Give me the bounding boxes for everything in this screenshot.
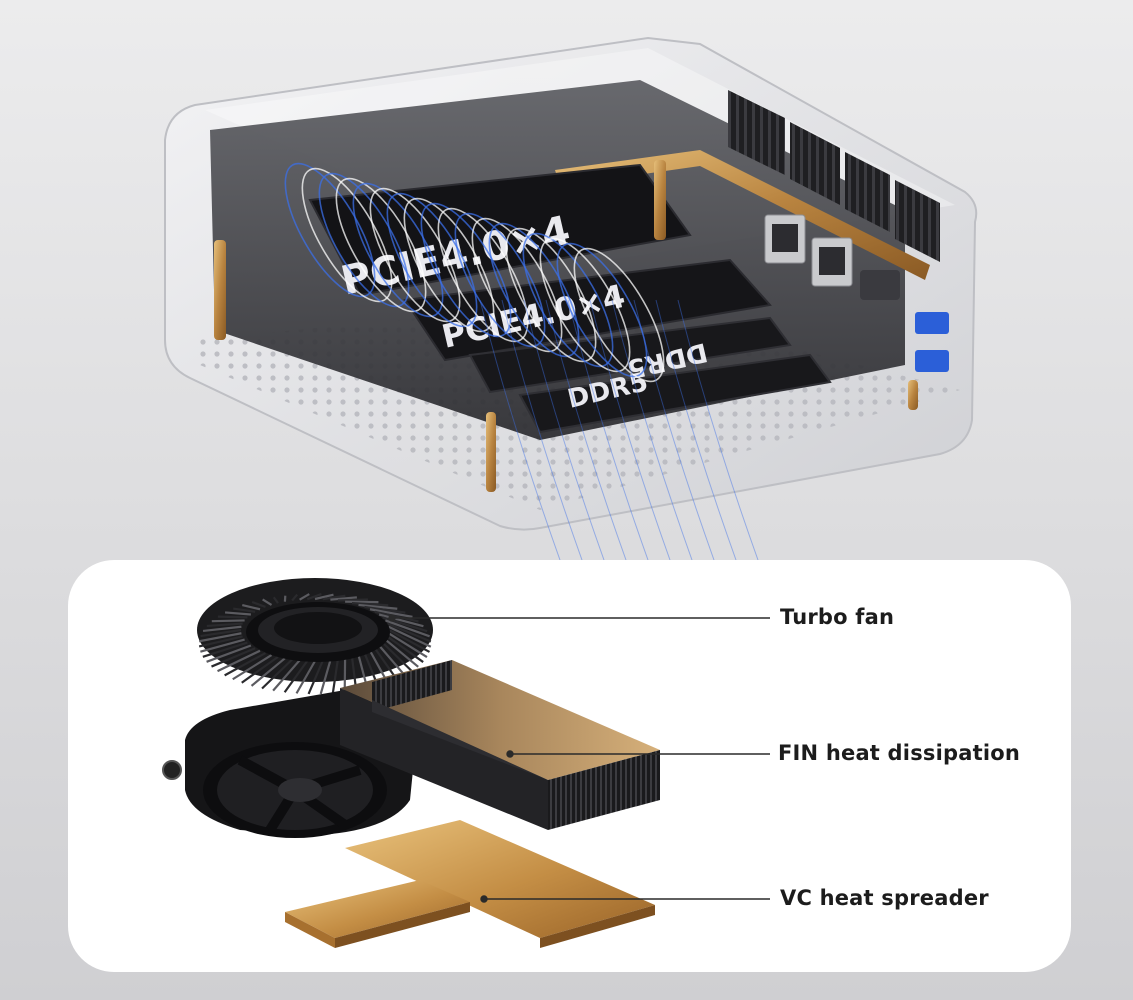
- label-vc-heat-spreader: VC heat spreader: [780, 886, 989, 910]
- fan-blade: [358, 603, 398, 610]
- fan-blade: [369, 608, 413, 618]
- fan-blade: [388, 629, 431, 653]
- vc-heat-spreader-illustration: [285, 820, 655, 948]
- airflow-stream: [479, 299, 561, 560]
- fan-blade: [202, 625, 242, 633]
- fan-blade: [261, 658, 293, 690]
- airflow-stream: [589, 299, 671, 560]
- fan-blade: [198, 632, 242, 643]
- fan-blade: [217, 649, 261, 673]
- airflow-stream: [611, 299, 693, 560]
- airflow-loop: [539, 237, 631, 373]
- fan-blade: [378, 613, 424, 628]
- airflow-loop: [522, 232, 614, 368]
- fan-blade: [211, 619, 245, 623]
- fan-blade: [295, 660, 316, 694]
- airflow-stream: [677, 299, 759, 560]
- ram-module-2: DDR5: [518, 353, 832, 434]
- fan-blade: [200, 628, 242, 638]
- airflow-loop: [573, 247, 665, 383]
- fan-blade: [388, 632, 428, 659]
- vent-grilles: [728, 90, 940, 262]
- fan-blade: [314, 593, 334, 601]
- airflow-stream: [523, 299, 605, 560]
- fan-blade: [378, 644, 406, 677]
- airflow-stream: [545, 299, 627, 560]
- label-fin-heat-dissipation: FIN heat dissipation: [778, 741, 1021, 765]
- fan-blade: [307, 660, 324, 695]
- fan-blade: [250, 657, 286, 687]
- fan-blade: [385, 619, 430, 638]
- fan-blade: [374, 610, 419, 623]
- fan-blade: [242, 603, 261, 611]
- airflow-stream: [567, 299, 649, 560]
- rear-io-ports: [764, 214, 949, 372]
- fan-blade: [306, 593, 322, 601]
- fan-blade: [224, 611, 252, 616]
- fan-blade: [233, 607, 256, 613]
- fan-blade: [319, 660, 332, 695]
- fan-blade: [388, 625, 432, 648]
- fan-blade: [283, 660, 309, 693]
- fan-blade: [198, 635, 243, 648]
- turbo-fan-illustration: [197, 578, 433, 695]
- fan-blade: [386, 635, 424, 663]
- airflow-stream: [501, 299, 583, 560]
- fan-blade: [272, 596, 279, 604]
- fan-blade: [206, 622, 243, 628]
- airflow-loop: [556, 242, 648, 378]
- airflow-lines: [284, 162, 759, 560]
- fan-blade: [364, 605, 406, 614]
- fan-blade: [291, 593, 299, 602]
- fan-blade: [381, 641, 413, 673]
- fan-blade: [202, 641, 248, 658]
- callout-lines: [388, 614, 770, 903]
- airflow-stream: [633, 299, 715, 560]
- fan-blade: [272, 659, 301, 692]
- fan-blade: [211, 647, 256, 668]
- fan-blade: [200, 638, 245, 653]
- fan-blade: [384, 638, 419, 668]
- fan-blade: [351, 602, 389, 607]
- fan-blade: [386, 622, 432, 643]
- fan-blade: [330, 596, 357, 601]
- fan-blade: [232, 654, 273, 681]
- gold-standoffs: [214, 160, 918, 492]
- mini-pc-chassis-illustration: PCIE4.0×4 PCIE4.0×4 DDR5 DDR5: [164, 36, 978, 560]
- label-turbo-fan: Turbo fan: [780, 605, 895, 629]
- heatsink-assembly-illustration: [162, 660, 660, 838]
- fan-blade: [224, 652, 267, 677]
- fan-blade: [373, 647, 398, 681]
- fan-blade: [331, 659, 339, 694]
- fan-blade: [337, 598, 369, 602]
- fan-blade: [299, 593, 310, 601]
- fan-blade: [251, 600, 266, 608]
- airflow-stream: [655, 299, 737, 560]
- fan-blade: [206, 644, 252, 663]
- fan-blade: [241, 655, 279, 684]
- fan-blade: [217, 615, 248, 619]
- fan-blade: [262, 598, 273, 606]
- fan-blade: [322, 594, 346, 601]
